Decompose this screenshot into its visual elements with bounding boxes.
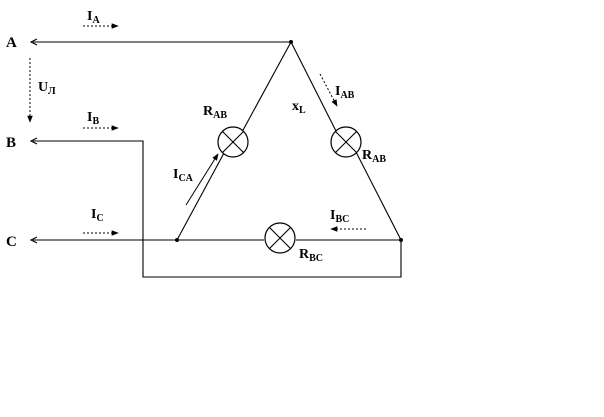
- wire-b: [33, 140, 402, 278]
- label-xl: xL: [292, 99, 306, 116]
- node-a-label: A: [6, 35, 17, 51]
- terminal-icon: [29, 137, 38, 145]
- node-b-dot: [399, 238, 403, 242]
- node-c-label: C: [6, 234, 17, 250]
- node-c-dot: [175, 238, 179, 242]
- current-arrows: [27, 23, 366, 236]
- label-ib: IB: [87, 110, 99, 127]
- label-r-bottom: RBC: [299, 247, 323, 264]
- line-wires: [33, 41, 402, 278]
- ica-arrow: [185, 153, 219, 206]
- node-b-label: B: [6, 135, 16, 151]
- label-r-left: RAB: [203, 104, 227, 121]
- terminal-icon: [29, 38, 38, 46]
- label-ia: IA: [87, 9, 100, 26]
- branch-ab-wire-1: [290, 41, 337, 132]
- lamp-icon: [264, 222, 296, 254]
- lamp-icon: [217, 126, 249, 158]
- branch-ab-wire-2: [355, 151, 402, 241]
- label-ibc: IBC: [330, 208, 349, 225]
- node-a-dot: [289, 40, 293, 44]
- label-ul: UЛ: [38, 80, 56, 97]
- branch-ca-wire-2: [176, 152, 225, 241]
- delta-load: [175, 40, 403, 242]
- branch-ca-wire-1: [241, 41, 292, 133]
- terminals: [29, 38, 38, 244]
- label-ic: IC: [91, 207, 104, 224]
- label-r-right: RAB: [362, 148, 386, 165]
- terminal-icon: [29, 236, 38, 244]
- label-ica: ICA: [173, 167, 194, 184]
- label-iab: IAB: [335, 84, 355, 101]
- lamp-icon: [330, 126, 362, 158]
